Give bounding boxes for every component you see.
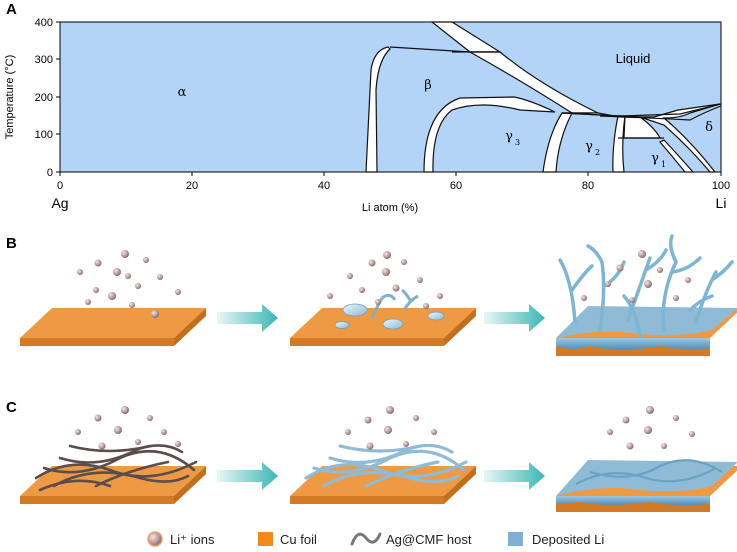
phase-label-beta: β [424,78,432,93]
phase-label-liquid: Liquid [616,51,651,66]
svg-text:3: 3 [515,138,520,147]
li-ion-cluster [581,250,691,303]
y-tick-label: 400 [35,17,53,29]
li-nuclei [334,288,445,330]
svg-text:Li⁺ ions: Li⁺ ions [170,532,215,547]
li-ion-cluster [77,250,181,318]
phase-label-gamma2: γ 2 [585,139,600,157]
host-fiber-icon [350,532,382,546]
axis-ticks [56,21,722,176]
legend-item-li-ions: Li⁺ ions [147,531,215,547]
li-ion-icon [147,531,163,547]
li-ion-cluster [607,406,695,450]
phase-label-gamma3: γ 3 [505,129,520,147]
x-tick-label: 60 [450,180,462,192]
phase-label-delta: δ [705,120,713,135]
cu-foil [20,466,206,504]
x-tick-label: 40 [318,180,330,192]
alpha-beta-gap [365,46,391,173]
y-tick-label: 200 [35,92,53,104]
boundary-lines [452,51,722,139]
x-axis-title: Li atom (%) [362,202,418,214]
panel-b-stage-3 [556,234,737,356]
panel-letter-c: C [6,399,17,416]
panel-c-stage-2 [290,406,476,504]
ag-cmf-host [34,444,198,492]
panel-letter-a: A [6,1,17,18]
panel-b-stage-1 [20,250,206,346]
arrow-right [217,462,278,490]
panel-letter-b: B [6,235,17,252]
element-label-ag: Ag [51,195,68,211]
deposited-li-swatch [508,532,523,546]
phase-boundaries [365,21,721,173]
y-tick-label: 300 [35,54,53,66]
solidus-band [561,103,721,173]
svg-text:Deposited Li: Deposited Li [532,532,604,547]
element-label-li: Li [716,195,727,211]
cu-foil [290,308,476,346]
li-dendrites [558,234,734,338]
arrow-right [484,462,545,490]
arrow-right [217,304,278,332]
y-tick-label: 0 [47,167,53,179]
svg-text:Ag@CMF host: Ag@CMF host [386,532,472,547]
beta-gamma3-gap [423,96,556,173]
x-tick-label: 80 [582,180,594,192]
y-axis-title: Temperature (°C) [4,55,16,139]
svg-text:γ: γ [505,129,513,144]
cu-foil-swatch [258,532,273,546]
y-tick-label: 100 [35,129,53,141]
legend-item-host: Ag@CMF host [350,532,472,547]
coated-host [304,443,468,488]
legend: Li⁺ ions Cu foil Ag@CMF host Deposited L… [147,531,604,547]
panel-b-stage-2 [290,251,476,346]
legend-item-cu-foil: Cu foil [258,532,317,547]
svg-text:1: 1 [661,160,666,169]
panel-c-stage-1 [20,406,206,504]
deposited-li-layer [556,459,737,506]
panel-c-stage-3 [556,406,737,512]
gamma1-right-gap [659,139,695,173]
legend-item-deposited-li: Deposited Li [508,532,604,547]
phase-label-alpha: α [178,85,187,100]
svg-text:Cu foil: Cu foil [280,532,317,547]
svg-text:γ: γ [585,139,593,154]
li-ion-cluster [327,251,443,309]
deposited-li-layer [556,306,737,350]
cu-foil [20,308,206,346]
x-tick-label: 20 [186,180,198,192]
phase-diagram: 0 100 200 300 400 0 20 40 60 80 100 Temp… [4,17,730,214]
svg-text:2: 2 [595,148,600,157]
x-tick-label: 0 [57,180,63,192]
li-ion-cluster [345,406,437,450]
x-tick-label: 100 [712,180,730,192]
arrow-right [484,304,545,332]
svg-text:γ: γ [651,151,659,166]
li-ion-cluster [75,406,181,450]
phase-label-gamma1: γ 1 [651,151,666,169]
